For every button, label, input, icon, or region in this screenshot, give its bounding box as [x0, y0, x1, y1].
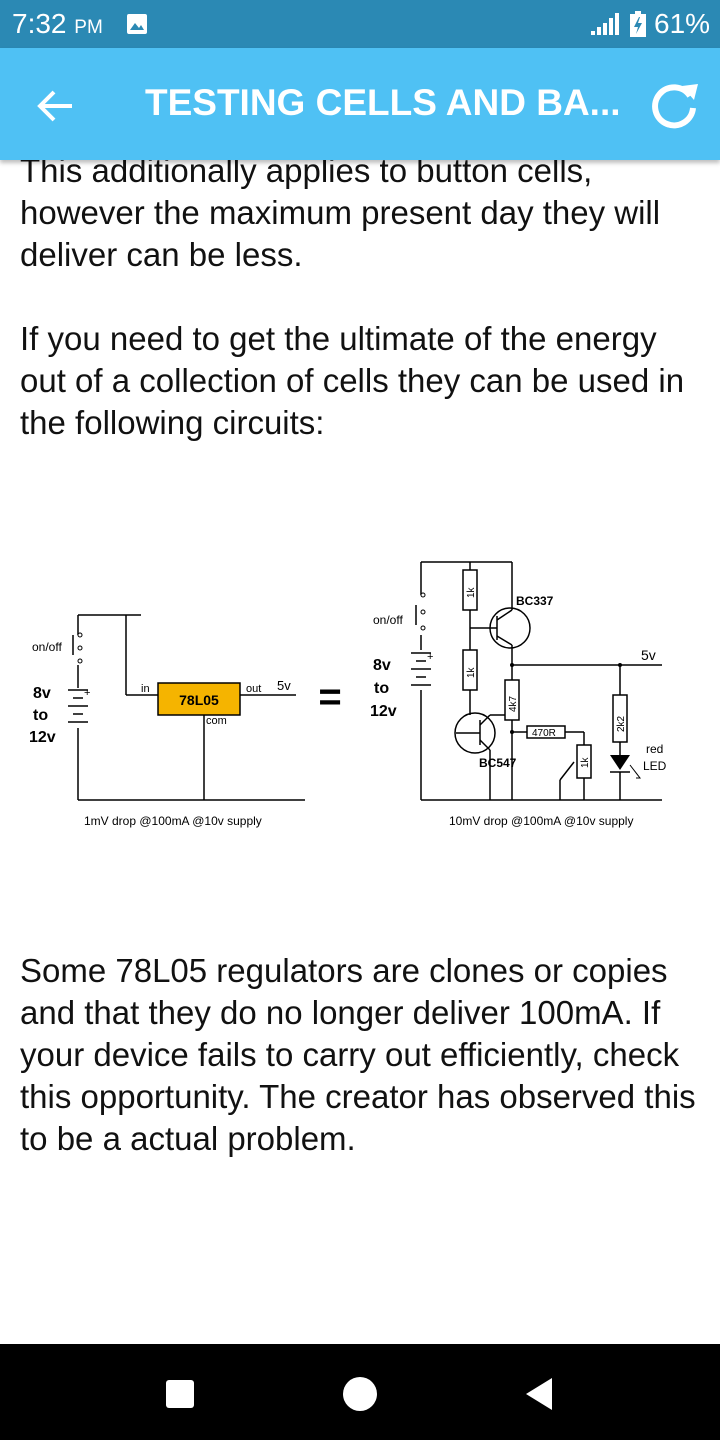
- resistor-label: 4k7: [508, 695, 519, 712]
- resistor-label: 1k: [466, 666, 477, 678]
- resistor-label: 1k: [580, 756, 591, 768]
- navigation-bar: [0, 1344, 720, 1440]
- led-symbol: [610, 755, 630, 770]
- status-bar: 7:32 PM 61%: [0, 0, 720, 48]
- battery-label: 8v: [373, 657, 391, 674]
- article-paragraph: This additionally applies to button cell…: [20, 160, 661, 273]
- resistor-1k-pot: [576, 744, 592, 779]
- circuit-diagram: 78L05 in out com 5v on/off + 8v to 12v 1…: [29, 561, 667, 828]
- gallery-icon: [127, 14, 147, 34]
- resistor-1k-top: [462, 569, 478, 611]
- left-caption: 1mV drop @100mA @10v supply: [84, 814, 262, 828]
- output-5v-label: 5v: [277, 678, 291, 693]
- battery-label: to: [33, 707, 48, 724]
- pin-out-label: out: [246, 683, 261, 695]
- recents-icon[interactable]: [160, 1374, 200, 1414]
- resistor-4k7: [504, 679, 520, 721]
- article-paragraph: Some 78L05 regulators are clones or copi…: [20, 952, 696, 1157]
- led-label: red: [646, 742, 663, 756]
- switch-label: on/off: [32, 640, 62, 654]
- regulator-label: 78L05: [179, 692, 219, 708]
- battery-label: 12v: [29, 729, 56, 746]
- battery-label: to: [374, 680, 389, 697]
- resistor-label: 1k: [466, 586, 477, 598]
- led-label: LED: [643, 759, 667, 773]
- output-5v-label: 5v: [641, 647, 656, 663]
- battery-label: 8v: [33, 685, 51, 702]
- resistor-1k-mid: [462, 649, 478, 691]
- battery-charging-icon: [630, 11, 646, 37]
- resistor-2k2: [612, 694, 628, 743]
- back-arrow-icon[interactable]: [30, 82, 78, 130]
- right-caption: 10mV drop @100mA @10v supply: [449, 814, 633, 828]
- battery-plus: +: [84, 687, 90, 699]
- page-title: TESTING CELLS AND BA...: [145, 82, 621, 123]
- article-content[interactable]: This additionally applies to button cell…: [0, 160, 720, 1344]
- resistor-label: 2k2: [616, 715, 627, 732]
- back-icon[interactable]: [520, 1374, 560, 1414]
- switch-label: on/off: [373, 613, 403, 627]
- regulator-78l05: [157, 682, 241, 716]
- status-time: 7:32 PM: [12, 8, 103, 39]
- battery-plus: +: [427, 651, 433, 663]
- battery-label: 12v: [370, 703, 397, 720]
- battery-percent: 61%: [654, 8, 711, 39]
- article-paragraph: If you need to get the ultimate of the e…: [20, 320, 685, 441]
- pin-com-label: com: [206, 715, 227, 727]
- left-circuit: [68, 614, 305, 801]
- pin-in-label: in: [141, 683, 150, 695]
- equals-sign: =: [318, 675, 341, 719]
- transistor-label: BC547: [479, 756, 517, 770]
- transistor-label: BC337: [516, 594, 554, 608]
- app-bar: TESTING CELLS AND BA...: [0, 48, 720, 160]
- resistor-label: 470R: [532, 728, 556, 739]
- home-icon[interactable]: [340, 1374, 380, 1414]
- signal-icon: [591, 13, 619, 35]
- right-circuit: [411, 561, 662, 801]
- resistor-470r: [526, 725, 566, 739]
- refresh-icon[interactable]: [646, 78, 702, 134]
